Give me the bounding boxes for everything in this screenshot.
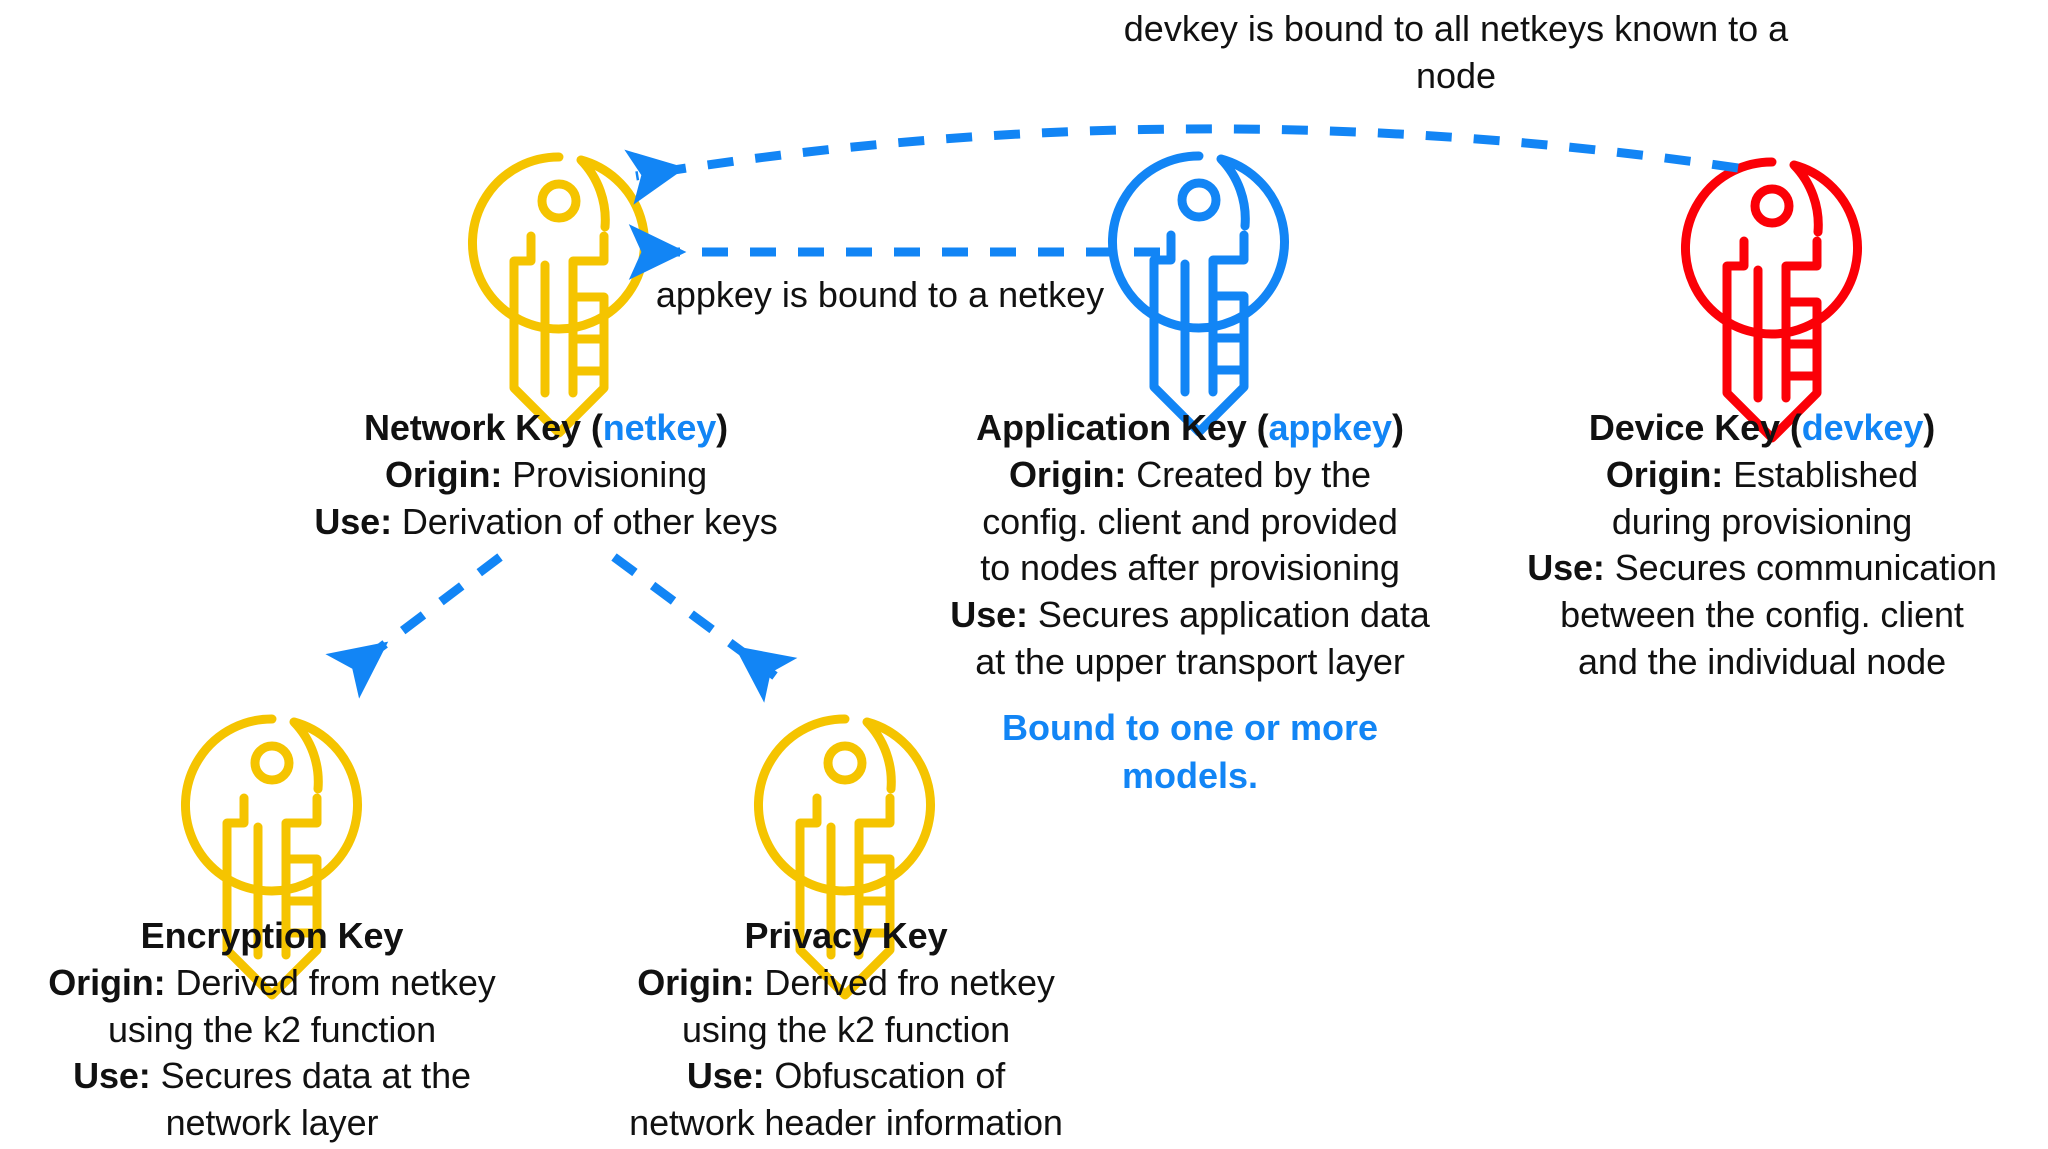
netkey-use-text: Derivation of other keys [391, 500, 778, 542]
netkey-use-line: Use: Derivation of other keys [212, 499, 880, 546]
appkey-title-code: appkey [1268, 407, 1392, 448]
encryptionkey-use-line-1: Use: Secures data at the [0, 1053, 552, 1100]
encryptionkey-origin-line-1: Origin: Derived from netkey [0, 960, 552, 1007]
privacykey-use-text-1: Obfuscation of [764, 1055, 1006, 1097]
devkey-to-netkey-arrow [624, 124, 1739, 205]
encryptionkey-use-line-2: network layer [165, 1102, 379, 1144]
privacykey-origin-text-1: Derived fro netkey [754, 961, 1055, 1003]
encryptionkey-origin-text-1: Derived from netkey [165, 961, 496, 1003]
appkey-title-close: ) [1391, 407, 1404, 448]
devkey-origin-label: Origin: [1605, 453, 1724, 495]
appkey-origin-line-1: Origin: Created by the [900, 452, 1480, 499]
devkey-origin-line-2: during provisioning [1611, 500, 1913, 542]
privacykey-use-line-2: network header information [629, 1102, 1063, 1144]
devkey-use-text-1: Secures communication [1604, 547, 1997, 589]
devkey-use-line-1: Use: Secures communication [1476, 545, 2048, 592]
devkey-binding-line-1: devkey is bound to all [1123, 8, 1470, 49]
appkey-origin-line-2: config. client and provided [982, 500, 1398, 542]
appkey-use-line-1: Use: Secures application data [900, 592, 1480, 639]
devkey-title-code: devkey [1801, 407, 1924, 448]
privacykey-use-line-1: Use: Obfuscation of [560, 1053, 1132, 1100]
netkey-title-main: Network Key ( [363, 407, 603, 448]
appkey-binding-annotation: appkey is bound to a netkey [560, 272, 1200, 319]
privacykey-origin-line-1: Origin: Derived fro netkey [560, 960, 1132, 1007]
encryptionkey-use-label: Use: [73, 1055, 151, 1097]
netkey-origin-line: Origin: Provisioning [212, 452, 880, 499]
privacykey-description-block: Privacy Key Origin: Derived fro netkey u… [560, 913, 1132, 1147]
appkey-title-main: Application Key ( [976, 407, 1269, 448]
netkey-title: Network Key (netkey) [212, 405, 880, 452]
appkey-origin-label: Origin: [1009, 453, 1127, 495]
appkey-binding-line-1: appkey is bound to a netkey [655, 274, 1105, 315]
devkey-key-icon [1685, 162, 1857, 438]
appkey-use-text-1: Secures application data [1027, 594, 1430, 636]
encryptionkey-origin-line-2: using the k2 function [107, 1008, 437, 1050]
privacykey-origin-line-2: using the k2 function [681, 1008, 1011, 1050]
devkey-origin-line-1: Origin: Established [1476, 452, 2048, 499]
models-binding-line-1: Bound to one or [1002, 707, 1280, 748]
models-binding-annotation: Bound to one or more models. [952, 704, 1428, 799]
netkey-to-encryptionkey-arrow [325, 553, 503, 699]
devkey-title: Device Key (devkey) [1476, 405, 2048, 452]
netkey-description-block: Network Key (netkey) Origin: Provisionin… [212, 405, 880, 545]
netkey-title-code: netkey [602, 407, 717, 448]
devkey-binding-annotation: devkey is bound to all netkeys known to … [1106, 6, 1806, 100]
netkey-origin-text: Provisioning [502, 453, 708, 495]
privacykey-use-label: Use: [686, 1055, 765, 1097]
appkey-use-label: Use: [950, 594, 1028, 636]
encryptionkey-origin-label: Origin: [48, 961, 166, 1003]
devkey-description-block: Device Key (devkey) Origin: Established … [1476, 405, 2048, 686]
devkey-binding-line-2: netkeys known to a node [1415, 8, 1789, 96]
netkey-origin-label: Origin: [384, 453, 503, 495]
encryptionkey-description-block: Encryption Key Origin: Derived from netk… [0, 913, 552, 1147]
encryptionkey-use-text-1: Secures data at the [150, 1055, 471, 1097]
models-binding-line-2: more models. [1121, 707, 1378, 796]
privacykey-origin-label: Origin: [637, 961, 755, 1003]
appkey-use-line-2: at the upper transport layer [975, 640, 1405, 682]
devkey-origin-text-1: Established [1723, 453, 1919, 495]
devkey-title-close: ) [1923, 407, 1936, 448]
devkey-use-label: Use: [1527, 547, 1605, 589]
encryptionkey-title: Encryption Key [140, 915, 404, 956]
appkey-origin-line-3: to nodes after provisioning [980, 547, 1400, 589]
devkey-title-main: Device Key ( [1588, 407, 1802, 448]
appkey-origin-text-1: Created by the [1126, 453, 1371, 495]
netkey-use-label: Use: [314, 500, 392, 542]
devkey-use-line-2: between the config. client [1560, 594, 1964, 636]
devkey-use-line-3: and the individual node [1577, 640, 1946, 682]
privacykey-title: Privacy Key [744, 915, 948, 956]
netkey-title-close: ) [716, 407, 729, 448]
appkey-description-block: Application Key (appkey) Origin: Created… [900, 405, 1480, 686]
netkey-to-privacykey-arrow [611, 553, 798, 703]
appkey-title: Application Key (appkey) [900, 405, 1480, 452]
